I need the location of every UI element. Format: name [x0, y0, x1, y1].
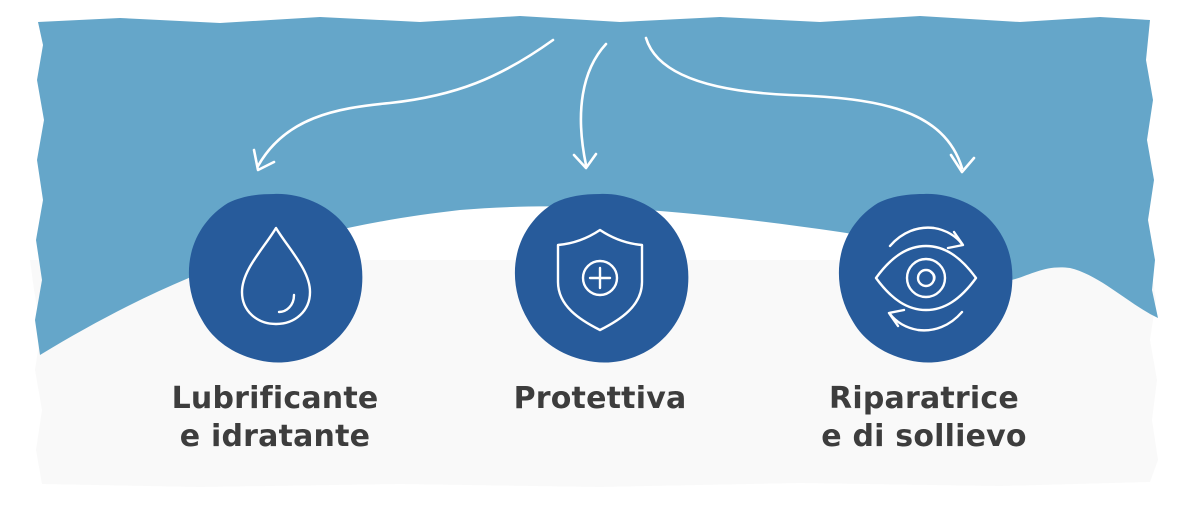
feature-label-riparatrice: Riparatrice e di sollievo [764, 380, 1084, 456]
water-drop-icon [240, 226, 312, 326]
arrow-left-head [252, 148, 276, 172]
arrow-right-icon [644, 36, 964, 170]
badge-circle [188, 193, 363, 363]
arrow-middle-icon [579, 42, 608, 167]
feature-badge-riparatrice [838, 193, 1013, 363]
eye-refresh-icon [874, 226, 978, 332]
feature-label-line: e di sollievo [821, 419, 1027, 454]
feature-label-protettiva: Protettiva [440, 380, 760, 418]
arrow-middle-head [572, 152, 598, 170]
arrows [252, 36, 976, 174]
arrow-right-head [949, 153, 976, 174]
badge-circle [838, 193, 1013, 363]
feature-label-line: e idratante [179, 419, 371, 454]
feature-label-line: Riparatrice [829, 381, 1019, 416]
feature-badge-lubrificante [188, 193, 363, 363]
blue-band [35, 16, 1158, 355]
arrow-left-icon [256, 38, 555, 168]
feature-badge-protettiva [514, 193, 689, 363]
feature-label-lubrificante: Lubrificante e idratante [115, 380, 435, 456]
shield-plus-icon [556, 228, 644, 332]
feature-label-line: Lubrificante [171, 381, 379, 416]
feature-label-line: Protettiva [513, 381, 687, 416]
